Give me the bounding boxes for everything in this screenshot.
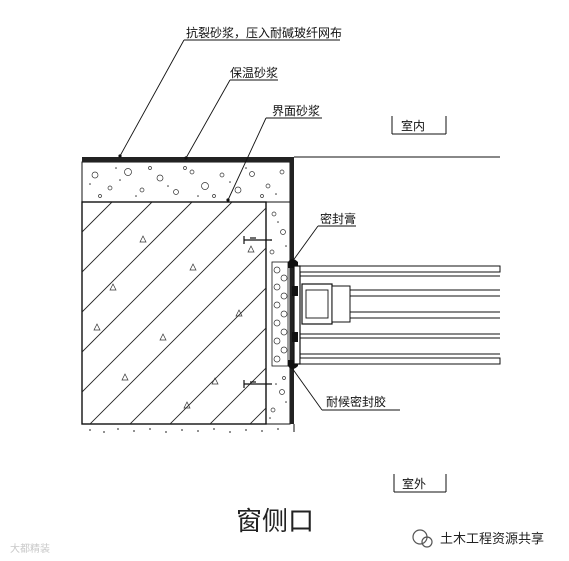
label-insulation-mortar: 保温砂浆 [230, 65, 278, 80]
window-frame [292, 265, 501, 365]
leader-lines [119, 39, 400, 411]
insulation-mortar-layer [81, 161, 291, 203]
anchor-bolt-lower [243, 380, 272, 388]
leader-dots [118, 154, 230, 202]
label-interface-mortar: 界面砂浆 [272, 103, 320, 118]
foam-filler [271, 261, 289, 367]
outdoor-label: 室外 [402, 476, 426, 491]
outdoor-tag: 室外 [393, 474, 447, 493]
anchor-bolt-upper [243, 236, 272, 244]
label-crack-resistant-mortar: 抗裂砂浆，压入耐碱玻纤网布 [186, 25, 342, 40]
concrete-wall [81, 201, 267, 425]
label-weather-sealant: 耐候密封胶 [326, 394, 386, 409]
indoor-tag: 室内 [391, 116, 447, 135]
base-fill-line [89, 428, 279, 433]
label-sealing-tube: 密封膏 [320, 211, 356, 226]
watermark-left: 大都精装 [10, 542, 50, 555]
watermark-right: 土木工程资源共享 [440, 531, 544, 547]
wechat-logo-icon [412, 529, 433, 548]
diagram-title: 窗侧口 [236, 507, 314, 537]
indoor-label: 室内 [401, 118, 425, 133]
